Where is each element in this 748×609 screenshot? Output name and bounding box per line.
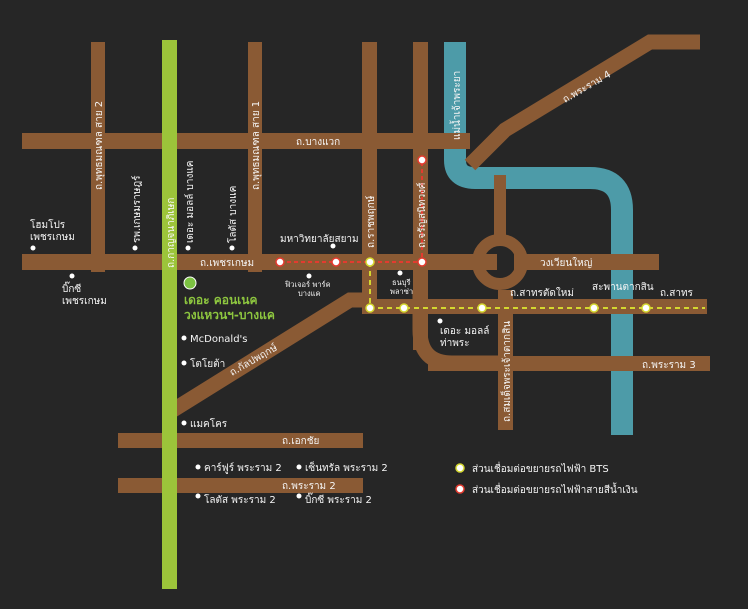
label-rama-2: ถ.พระราม 2: [282, 481, 336, 492]
label-big-c-rama2: บิ๊กซี พระราม 2: [305, 492, 372, 506]
road-charan-to-somdet-curve: [412, 290, 505, 371]
bts-station: [365, 257, 375, 267]
label-chao-phraya: แม่น้ำเจ้าพระยา: [449, 71, 463, 140]
road-bang-waek: [22, 133, 470, 149]
label-ratchaphruek: ถ.ราชพฤกษ์: [365, 195, 377, 248]
label-homepro: โฮมโปรเพชรเกษม: [30, 218, 75, 243]
road-kanchanaphisek: [162, 40, 177, 589]
poi-dot-future-park: [306, 273, 312, 279]
label-sathon: ถ.สาทร: [660, 288, 694, 299]
poi-dot-big-c-phetkasem: [69, 273, 75, 279]
bts-station: [399, 303, 409, 313]
road-phutthamonthon-1: [248, 42, 262, 272]
label-ekkachai: ถ.เอกชัย: [282, 436, 319, 447]
legend-mrt-marker: [455, 484, 465, 494]
road-ekkachai: [118, 433, 363, 448]
label-kanchanaphisek: ถ.กาญจนาภิเษก: [166, 198, 177, 268]
poi-dot-lotus-bangkhae: [229, 245, 235, 251]
poi-dot-makro: [181, 420, 187, 426]
label-lotus-rama2: โลตัส พระราม 2: [204, 493, 276, 506]
poi-dot-thonburi-plaza: [397, 270, 403, 276]
bts-station: [641, 303, 651, 313]
label-bang-waek: ถ.บางแวก: [296, 137, 340, 148]
label-thonburi-plaza: ธนบุรีพลาซ่า: [390, 278, 413, 296]
map-legend: ส่วนเชื่อมต่อขยายรถไฟฟ้า BTS ส่วนเชื่อมต…: [455, 461, 638, 496]
poi-dot-siam-university: [330, 243, 336, 249]
label-phutthamonthon-2: ถ.พุทธมณฑล สาย 2: [94, 101, 105, 190]
label-phutthamonthon-1: ถ.พุทธมณฑล สาย 1: [251, 101, 262, 190]
road-charansanitwong: [413, 42, 428, 302]
legend-bts-marker: [455, 463, 465, 473]
chao-phraya-river: [444, 42, 633, 435]
label-wongwian-yai: วงเวียนใหญ่: [540, 257, 592, 269]
road-rama-4: [464, 34, 700, 171]
road-phutthamonthon-2: [91, 42, 105, 272]
road-ratchaphruek: [362, 42, 377, 312]
label-central: เซ็นทรัล พระราม 2: [305, 460, 388, 474]
poi-dot-mcdonalds: [181, 335, 187, 341]
poi-dots: [30, 243, 443, 499]
label-makro: แมคโคร: [190, 417, 228, 430]
bts-stations: [365, 257, 651, 313]
mrt-station: [275, 257, 285, 267]
label-big-c-phetkasem: บิ๊กซีเพชรเกษม: [62, 281, 107, 307]
label-carrefour: คาร์ฟูร์ พระราม 2: [204, 462, 282, 474]
mrt-station: [417, 257, 427, 267]
mrt-stations: [275, 155, 427, 267]
label-siam-university: มหาวิทยาลัยสยาม: [280, 234, 359, 245]
poi-dot-the-mall-bangkhae: [185, 245, 191, 251]
label-mcdonalds: McDonald's: [190, 334, 248, 345]
label-kasemrad: รพ.เกษมราษฎร์: [131, 175, 143, 243]
label-lotus-bangkhae: โลตัส บางแค: [226, 186, 239, 243]
label-saphan-taksin: สะพานตากสิน: [592, 282, 654, 293]
road-sathon: [362, 299, 707, 314]
bts-station: [477, 303, 487, 313]
road-rama-2: [118, 478, 363, 493]
label-charansanitwong: ถ.จรัญสนิทวงศ์: [416, 182, 428, 248]
label-future-park: ฟิวเจอร์ พาร์คบางแค: [284, 280, 330, 298]
bts-station: [589, 303, 599, 313]
label-the-mall-bangkhae: เดอะ มอลล์ บางแค: [184, 161, 196, 243]
poi-dot-toyota: [181, 360, 187, 366]
label-homepro-line1: โฮมโปร: [30, 218, 66, 231]
label-the-mall-thapra: เดอะ มอลล์ท่าพระ: [440, 325, 489, 349]
road-wongwian-yai-east: [514, 254, 659, 270]
mrt-station: [331, 257, 341, 267]
poi-dot-homepro: [30, 245, 36, 251]
bts-station: [365, 303, 375, 313]
project-name-line1: เดอะ คอนเนค: [184, 293, 258, 307]
project-marker[interactable]: [183, 276, 197, 290]
poi-dot-central: [296, 464, 302, 470]
label-homepro-line2: เพชรเกษม: [30, 232, 75, 243]
legend-mrt-label: ส่วนเชื่อมต่อขยายรถไฟฟ้าสายสีน้ำเงิน: [472, 482, 638, 496]
poi-dot-lotus-rama2: [195, 493, 201, 499]
label-sathon-tat-mai: ถ.สาทรตัดใหม่: [510, 287, 574, 299]
poi-dot-the-mall-thapra: [437, 318, 443, 324]
mrt-station: [417, 155, 427, 165]
road-kanlapaphruek: [166, 292, 372, 419]
project-name-line2: วงแหวนฯ-บางแค: [184, 308, 275, 322]
label-phetkasem: ถ.เพชรเกษม: [200, 258, 254, 269]
poi-dot-big-c-rama2: [296, 493, 302, 499]
poi-dot-carrefour: [195, 464, 201, 470]
poi-dot-kasemrad: [132, 245, 138, 251]
label-rama-3: ถ.พระราม 3: [642, 360, 696, 371]
label-somdet-taksin: ถ.สมเด็จพระเจ้าตากสิน: [499, 321, 513, 422]
legend-bts-label: ส่วนเชื่อมต่อขยายรถไฟฟ้า BTS: [472, 461, 609, 475]
label-toyota: โตโยต้า: [190, 357, 225, 370]
